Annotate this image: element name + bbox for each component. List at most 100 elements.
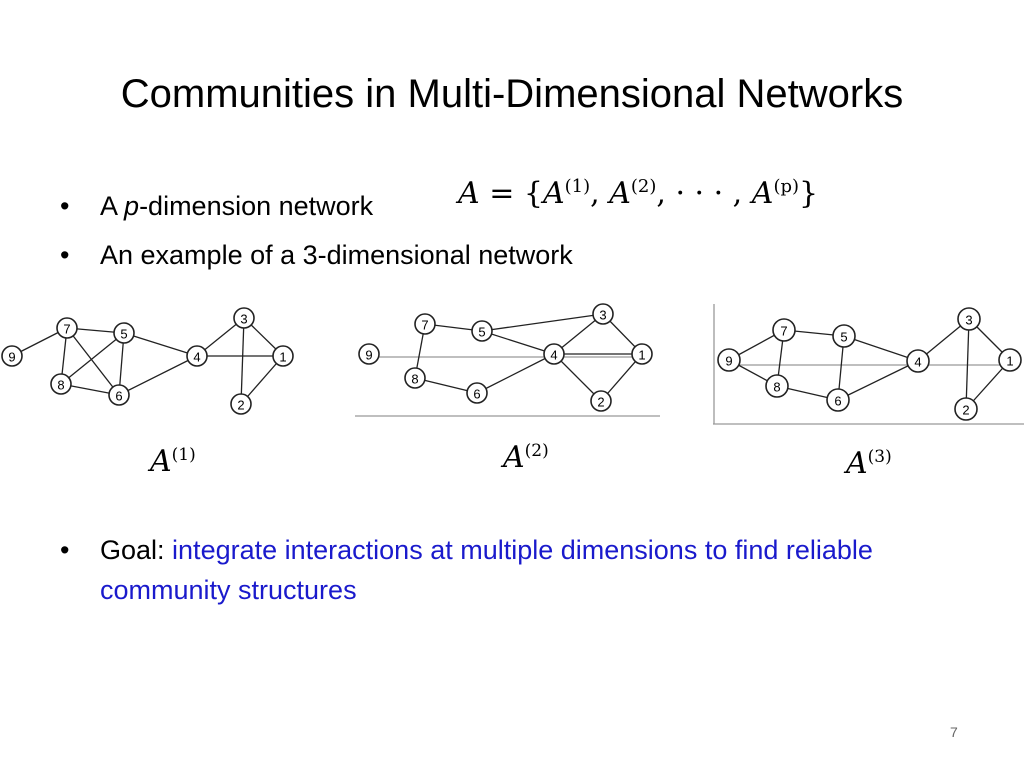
node-circle bbox=[358, 343, 380, 365]
network-caption-1: A(1) bbox=[150, 444, 196, 479]
bullet-goal: • Goal: integrate interactions at multip… bbox=[60, 530, 960, 614]
node-circle bbox=[471, 320, 493, 342]
formula-supp: (p) bbox=[773, 176, 800, 197]
edge-6-4 bbox=[837, 360, 919, 401]
network-formula: A = {A(1), A(2), · · · , A(p)} bbox=[458, 176, 818, 211]
node-8: 8 bbox=[50, 373, 72, 395]
node-circle bbox=[592, 303, 614, 325]
caption-base: A bbox=[503, 440, 525, 475]
node-label: 8 bbox=[57, 378, 64, 393]
node-circle bbox=[543, 343, 565, 365]
node-circle bbox=[272, 345, 294, 367]
node-9: 9 bbox=[1, 345, 23, 367]
node-4: 4 bbox=[906, 349, 930, 373]
node-2: 2 bbox=[230, 393, 252, 415]
network-diagram-3: 1 2 3 4 5 6 7 8 9 bbox=[713, 304, 1024, 425]
formula-dots: , · · · , bbox=[656, 176, 752, 211]
goal-label: Goal: bbox=[100, 535, 173, 565]
node-circle bbox=[466, 382, 488, 404]
node-circle bbox=[50, 373, 72, 395]
node-7: 7 bbox=[56, 317, 78, 339]
edge-3-2 bbox=[240, 317, 245, 405]
node-label: 1 bbox=[638, 348, 645, 363]
formula-ap: A bbox=[751, 176, 774, 211]
edge-6-4 bbox=[476, 353, 555, 394]
bullet-marker: • bbox=[60, 535, 70, 565]
node-circle bbox=[957, 307, 981, 331]
node-circle bbox=[230, 393, 252, 415]
node-circle bbox=[56, 317, 78, 339]
node-1: 1 bbox=[631, 343, 653, 365]
node-1: 1 bbox=[998, 348, 1022, 372]
node-circle bbox=[772, 318, 796, 342]
edge-5-8 bbox=[60, 332, 125, 385]
node-1: 1 bbox=[272, 345, 294, 367]
caption-base: A bbox=[150, 444, 172, 479]
edge-7-6 bbox=[66, 327, 120, 396]
node-6: 6 bbox=[826, 388, 850, 412]
node-4: 4 bbox=[186, 345, 208, 367]
node-circle bbox=[414, 313, 436, 335]
edge-4-2 bbox=[553, 353, 602, 402]
node-label: 3 bbox=[599, 308, 606, 323]
node-7: 7 bbox=[772, 318, 796, 342]
node-label: 6 bbox=[115, 389, 122, 404]
edge-5-4 bbox=[843, 335, 919, 362]
goal-text: integrate interactions at multiple dimen… bbox=[100, 535, 873, 605]
node-label: 3 bbox=[965, 313, 972, 328]
node-label: 3 bbox=[240, 312, 247, 327]
slide-title: Communities in Multi-Dimensional Network… bbox=[120, 72, 904, 116]
node-label: 8 bbox=[411, 372, 418, 387]
node-label: 4 bbox=[193, 350, 200, 365]
page-number: 7 bbox=[950, 724, 958, 740]
node-circle bbox=[1, 345, 23, 367]
node-6: 6 bbox=[108, 384, 130, 406]
node-circle bbox=[631, 343, 653, 365]
node-label: 7 bbox=[63, 322, 70, 337]
node-9: 9 bbox=[717, 348, 741, 372]
formula-eq: = { bbox=[479, 176, 543, 211]
bullet-italic-p: p bbox=[124, 191, 140, 221]
formula-a: A bbox=[458, 176, 480, 211]
node-label: 6 bbox=[473, 387, 480, 402]
node-label: 7 bbox=[780, 324, 787, 339]
formula-close: } bbox=[799, 176, 819, 211]
edge-6-4 bbox=[118, 355, 198, 396]
bullet-marker: • bbox=[60, 191, 70, 221]
caption-sup: (2) bbox=[524, 441, 549, 461]
node-label: 7 bbox=[421, 318, 428, 333]
node-5: 5 bbox=[471, 320, 493, 342]
node-label: 5 bbox=[120, 327, 127, 342]
node-2: 2 bbox=[954, 397, 978, 421]
node-label: 2 bbox=[237, 398, 244, 413]
formula-sep1: , bbox=[590, 176, 610, 211]
formula-sup2: (2) bbox=[630, 176, 657, 197]
node-label: 9 bbox=[725, 354, 732, 369]
bullet-p-dimension: • A p-dimension network bbox=[60, 186, 480, 226]
node-circle bbox=[113, 322, 135, 344]
node-label: 1 bbox=[279, 350, 286, 365]
edge-5-4 bbox=[481, 330, 555, 355]
node-5: 5 bbox=[832, 324, 856, 348]
node-label: 9 bbox=[365, 348, 372, 363]
node-circle bbox=[108, 384, 130, 406]
node-6: 6 bbox=[466, 382, 488, 404]
node-3: 3 bbox=[592, 303, 614, 325]
node-8: 8 bbox=[404, 367, 426, 389]
node-circle bbox=[954, 397, 978, 421]
network-diagram-1: 1 2 3 4 5 6 7 8 9 bbox=[1, 307, 294, 415]
node-9: 9 bbox=[358, 343, 380, 365]
node-circle bbox=[717, 348, 741, 372]
node-8: 8 bbox=[765, 374, 789, 398]
node-circle bbox=[906, 349, 930, 373]
node-label: 8 bbox=[773, 380, 780, 395]
network-diagram-2: 1 2 3 4 5 6 7 8 9 bbox=[355, 303, 660, 417]
node-label: 1 bbox=[1006, 354, 1013, 369]
formula-a2: A bbox=[609, 176, 631, 211]
network-caption-3: A(3) bbox=[846, 446, 892, 481]
node-4: 4 bbox=[543, 343, 565, 365]
formula-sup1: (1) bbox=[564, 176, 591, 197]
node-label: 2 bbox=[597, 395, 604, 410]
node-label: 4 bbox=[914, 355, 921, 370]
node-label: 5 bbox=[478, 325, 485, 340]
